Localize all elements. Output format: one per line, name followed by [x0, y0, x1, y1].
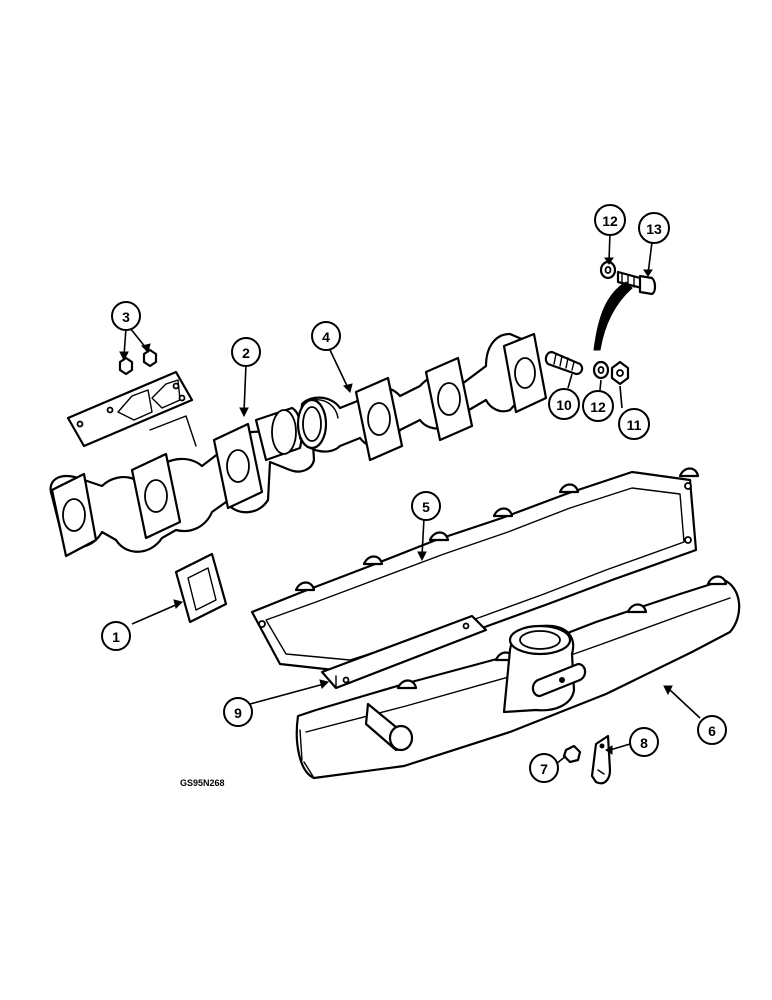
callout-9: 9: [223, 697, 253, 727]
washer-upper: [599, 260, 617, 280]
callout-4: 4: [311, 321, 341, 351]
bolt: [616, 270, 657, 296]
callout-5-label: 5: [422, 499, 430, 515]
callout-7-label: 7: [540, 761, 548, 777]
alternate-hardware-indicator: [593, 281, 633, 351]
callout-8-label: 8: [640, 735, 648, 751]
figure-reference-code: GS95N268: [180, 778, 225, 788]
callout-11: 11: [618, 408, 650, 440]
small-nut: [562, 744, 582, 764]
callout-13-label: 13: [646, 221, 662, 237]
callout-12-lower-label: 12: [590, 399, 606, 415]
turbo-flange-nuts: [118, 348, 158, 376]
callout-5: 5: [411, 491, 441, 521]
stud: [544, 350, 584, 376]
callout-10-label: 10: [556, 397, 572, 413]
callout-6-label: 6: [708, 723, 716, 739]
clip-bracket: [590, 734, 612, 785]
washer-lower: [592, 360, 610, 380]
callout-12-upper: 12: [594, 204, 626, 236]
callout-11-label: 11: [627, 417, 642, 433]
hex-nut: [610, 360, 630, 386]
front-exhaust-manifold: [49, 370, 316, 558]
manifold-gasket: [250, 467, 700, 674]
callout-9-label: 9: [234, 705, 242, 721]
leader-lines: [119, 231, 701, 765]
lower-manifold-body: [295, 575, 741, 780]
heat-shield-plate: [320, 614, 488, 690]
callout-2-label: 2: [242, 345, 250, 361]
callout-6: 6: [697, 715, 727, 745]
callout-1: 1: [101, 621, 131, 651]
callout-13: 13: [638, 212, 670, 244]
callout-7: 7: [529, 753, 559, 783]
callout-12-upper-label: 12: [602, 213, 618, 229]
rear-exhaust-manifold: [296, 332, 548, 462]
callout-3: 3: [111, 301, 141, 331]
callout-10: 10: [548, 388, 580, 420]
callout-8: 8: [629, 727, 659, 757]
turbo-gasket: [174, 552, 228, 624]
callout-1-label: 1: [112, 629, 120, 645]
callout-12-lower: 12: [582, 390, 614, 422]
callout-2: 2: [231, 337, 261, 367]
callout-4-label: 4: [322, 329, 330, 345]
callout-3-label: 3: [122, 309, 130, 325]
